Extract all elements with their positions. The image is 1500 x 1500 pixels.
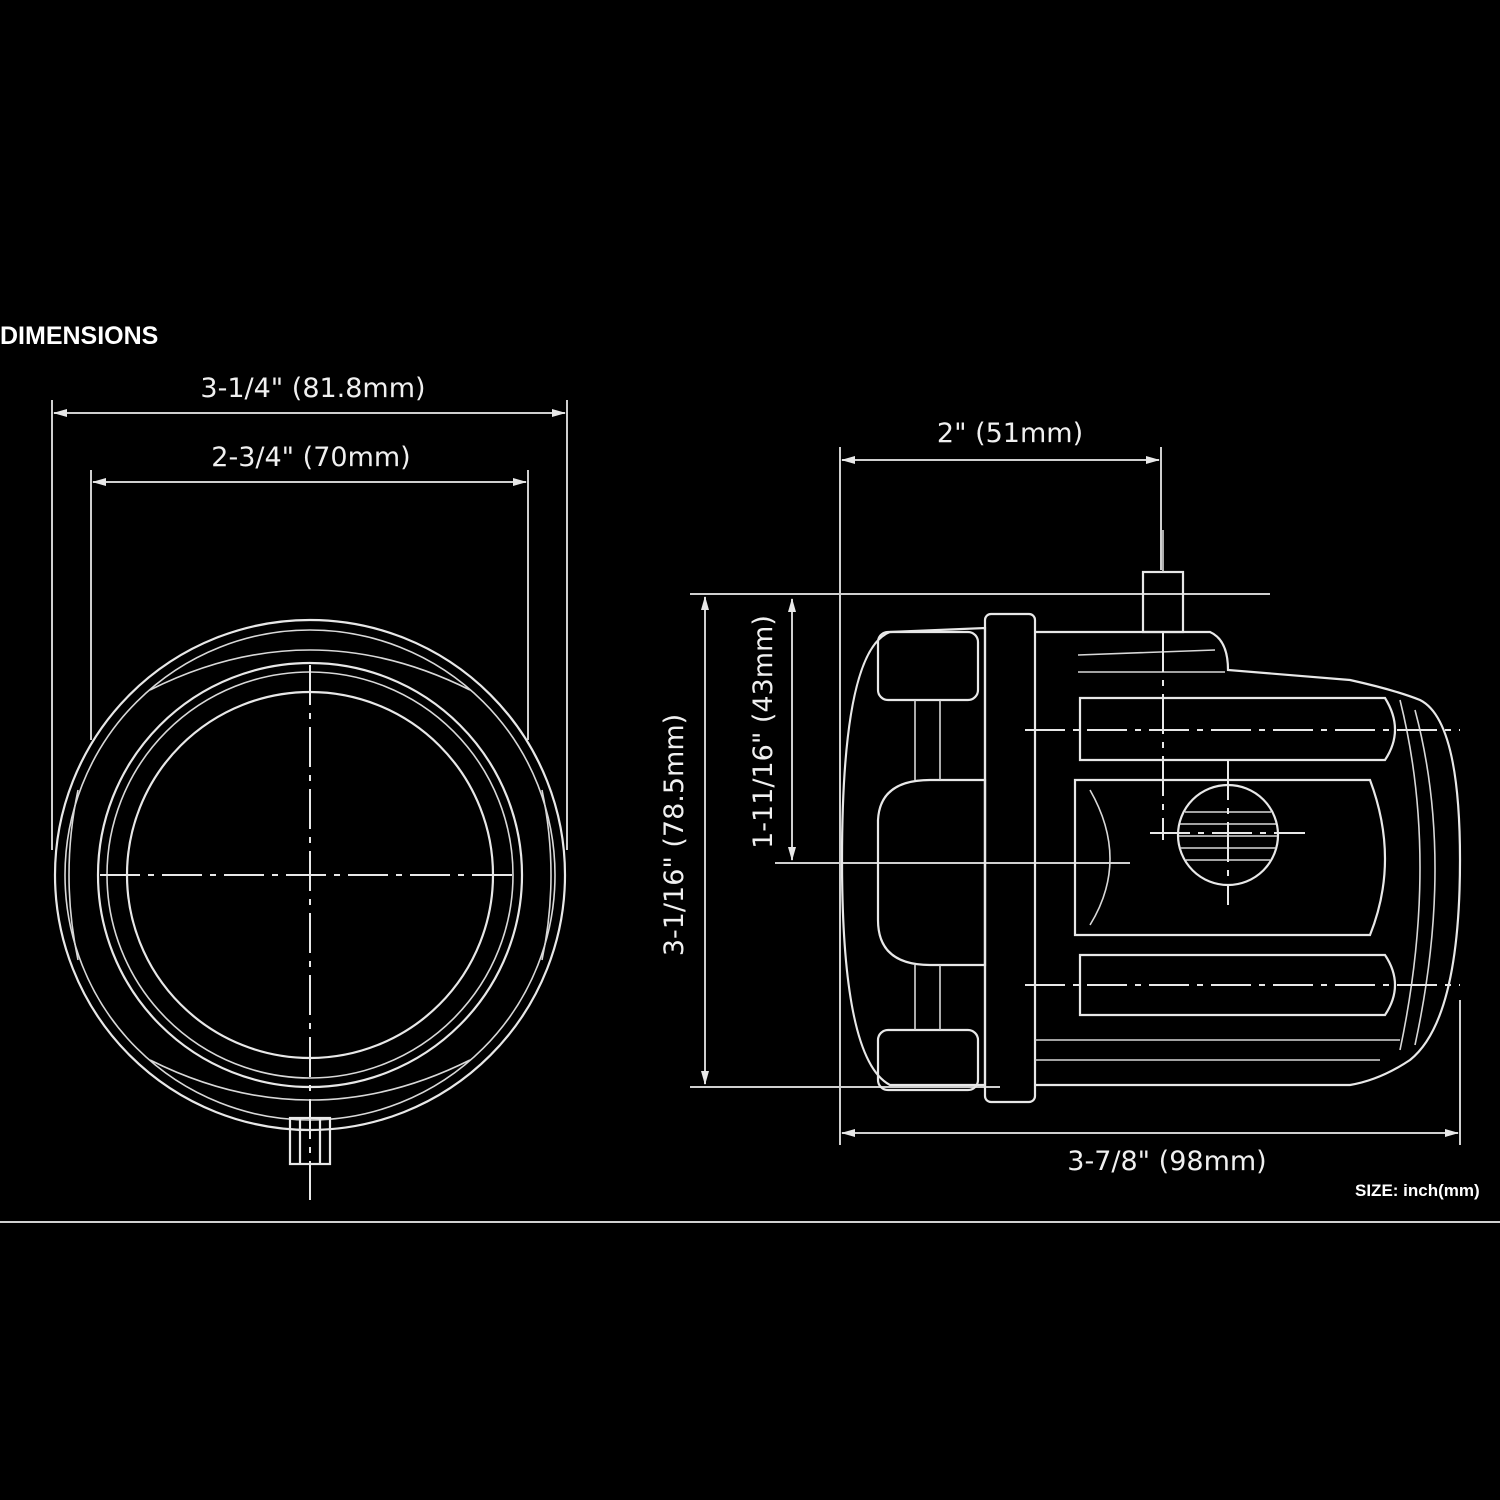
units-note: SIZE: inch(mm) bbox=[1355, 1181, 1480, 1200]
front-connector-stub bbox=[288, 1116, 332, 1166]
bracket-offset-label: 2" (51mm) bbox=[937, 418, 1083, 449]
dimensions-title: DIMENSIONS bbox=[0, 322, 158, 350]
side-connector-stub bbox=[1141, 570, 1185, 634]
overall-height-label: 3-1/16" (78.5mm) bbox=[659, 714, 690, 956]
bracket-height-label: 1-11/16" (43mm) bbox=[748, 615, 779, 849]
side-view: 2" (51mm) 3-1/16" (78.5mm) 1-11/16" (43m… bbox=[659, 418, 1462, 1177]
lamp-side-outline bbox=[840, 530, 1462, 1104]
overall-length-label: 3-7/8" (98mm) bbox=[1067, 1146, 1266, 1177]
outer-diameter-label: 3-1/4" (81.8mm) bbox=[200, 373, 425, 404]
inner-diameter-label: 2-3/4" (70mm) bbox=[211, 442, 410, 473]
front-view: 3-1/4" (81.8mm) 2-3/4" (70mm) bbox=[51, 373, 568, 1200]
